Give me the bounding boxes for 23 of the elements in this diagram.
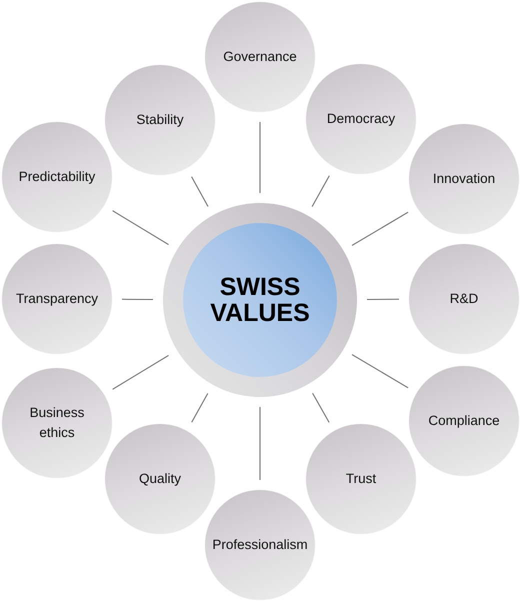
circle-label: Innovation — [432, 170, 496, 188]
circle-label: Trust — [344, 470, 378, 488]
circle-label: Predictability — [18, 168, 96, 186]
connector-line — [366, 298, 400, 300]
hub-title: SWISS VALUES — [209, 274, 311, 326]
circle-label: Business ethics — [28, 404, 86, 442]
circle-label: Governance — [222, 48, 298, 66]
circle-label: Transparency — [14, 290, 100, 308]
connector-line — [312, 175, 330, 208]
circle-label: Stability — [135, 111, 185, 130]
circle-label: R&D — [448, 290, 480, 308]
circle-label: Professionalism — [211, 536, 309, 554]
circle-label: Democracy — [326, 110, 396, 128]
circle-label: Compliance — [427, 412, 501, 430]
connector-line — [112, 354, 169, 390]
connector-line — [191, 392, 208, 423]
connector-line — [191, 176, 208, 207]
connector-line — [112, 210, 169, 246]
circle-label: Quality — [138, 470, 182, 488]
connector-line — [122, 298, 154, 300]
connector-line — [352, 212, 409, 246]
connector-line — [352, 354, 409, 388]
connector-line — [312, 392, 330, 423]
